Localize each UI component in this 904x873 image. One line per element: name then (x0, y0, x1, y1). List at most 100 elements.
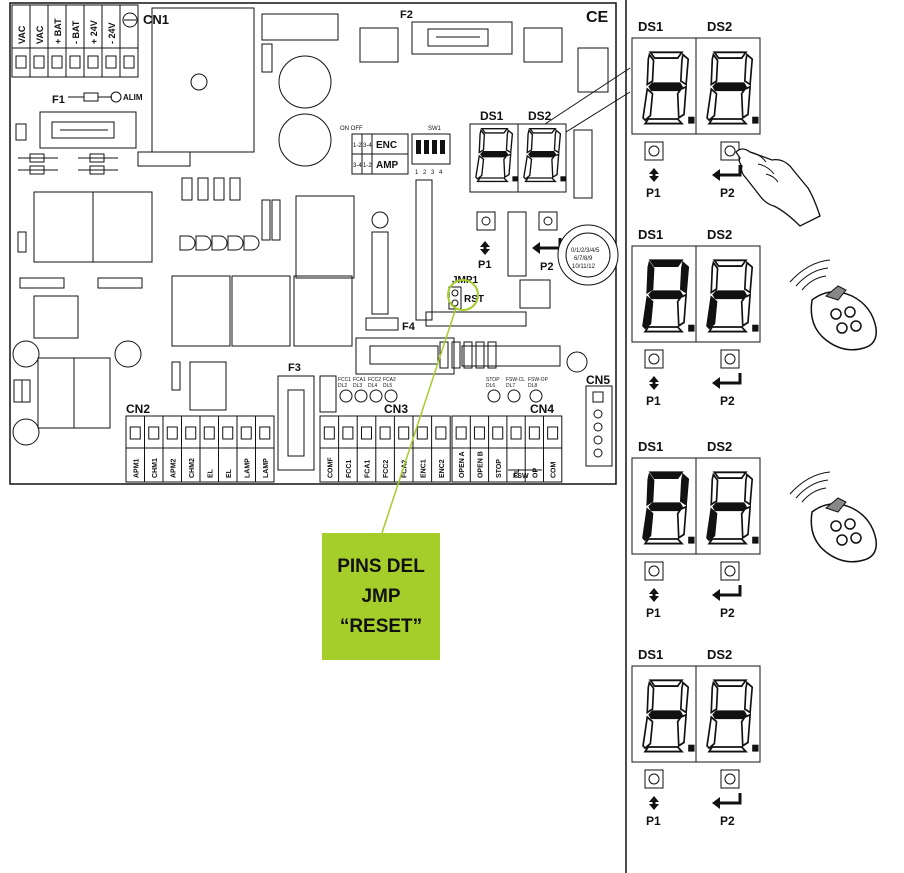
step-digit-2 (706, 259, 759, 333)
cn3pins-pin-label: ENC2 (439, 459, 446, 478)
step-digit-1 (642, 471, 695, 545)
step-p2-arrow-icon (710, 371, 742, 391)
step-ds2-label: DS2 (707, 19, 732, 34)
cn4-label: CN4 (530, 402, 554, 416)
led-icon (384, 389, 398, 403)
step-p2-button (720, 349, 740, 369)
step-digit-2 (706, 471, 759, 545)
dip-num-2: 2 (423, 170, 427, 176)
board-p2-label: P2 (540, 261, 553, 273)
cn2pins-pin-label: EL (207, 468, 214, 478)
led-label: STOP (486, 377, 500, 383)
cn1-pin-label: + 24V (89, 20, 99, 44)
led-label: DL4 (368, 383, 377, 389)
step-digit-1 (642, 259, 695, 333)
step-p2-button (720, 561, 740, 581)
led-label: DL8 (528, 383, 537, 389)
cn2pins-pin-label: EL (226, 468, 233, 478)
step-digit-1 (642, 51, 695, 125)
dip-amp-label: AMP (376, 160, 399, 171)
led-label: FSW-OP (528, 377, 549, 383)
board-p2-button (538, 211, 558, 231)
step-p1-button (644, 349, 664, 369)
fsw-label: FSW (513, 473, 529, 480)
cn1-pin-label: VAC (17, 25, 27, 44)
f1-label: F1 (52, 94, 65, 106)
cn5-terminal-block (585, 385, 613, 467)
led-icon (529, 389, 543, 403)
cn4pins-pin-label: COM (551, 462, 558, 479)
dial-line2: 6/7/8/9 (574, 256, 593, 262)
led-label: DL3 (353, 383, 362, 389)
cn5-label: CN5 (586, 373, 610, 387)
led-label: FCC1 (338, 377, 351, 383)
cn3pins-pin-label: FCA1 (365, 460, 372, 478)
step-p2-label: P2 (720, 186, 735, 200)
step-digit-1 (642, 679, 695, 753)
jmp1-highlight-circle (447, 279, 479, 311)
step-ds2-label: DS2 (707, 439, 732, 454)
step-p1-label: P1 (646, 394, 661, 408)
led-label: FCC2 (368, 377, 381, 383)
dip-row2-mid: 1-2 (363, 163, 372, 169)
cn2pins-pin-label: CHM2 (189, 458, 196, 478)
led-label: FSW-CL (506, 377, 525, 383)
cn4pins-pin-label: STOP (496, 459, 503, 478)
cn1-pin-label: VAC (35, 25, 45, 44)
hand-pressing-icon (735, 148, 821, 227)
cn2pins-pin-label: APM1 (133, 458, 140, 478)
cn4pins-pin-label: OPEN A (459, 451, 466, 478)
led-icon (369, 389, 383, 403)
cn3pins-pin-label: ENC1 (420, 459, 427, 478)
fuse-f1 (51, 121, 115, 139)
step-ds2-label: DS2 (707, 227, 732, 242)
step-ds1-label: DS1 (638, 647, 663, 662)
cn1-pin-label: + BAT (53, 18, 63, 44)
step-digit-2 (706, 51, 759, 125)
step-ds1-label: DS1 (638, 19, 663, 34)
led-label: DL2 (338, 383, 347, 389)
dial-line3: 10/11/12 (572, 264, 596, 270)
callout-line-1: PINS DEL (337, 555, 425, 577)
step-p1-arrow-icon (649, 588, 659, 602)
dip-onoff-label: ON OFF (340, 126, 363, 132)
step-p1-label: P1 (646, 814, 661, 828)
dip-row1-left: 1-2 (353, 143, 362, 149)
step-ds2-label: DS2 (707, 647, 732, 662)
cn3-label: CN3 (384, 402, 408, 416)
board-ds2-label: DS2 (528, 109, 552, 123)
step-p1-button (644, 141, 664, 161)
cn2pins-pin-label: LAMP (263, 458, 270, 478)
board-ds1-label: DS1 (480, 109, 504, 123)
step-p1-button (644, 769, 664, 789)
remote-control-icon (789, 471, 877, 563)
cn3pins-pin-label: COMF (327, 457, 334, 478)
callout-line-3: “RESET” (339, 615, 423, 637)
cn4pins-pin-label: OP (532, 468, 539, 478)
step-p1-label: P1 (646, 606, 661, 620)
cn3pins-pin-label: FCC2 (383, 460, 390, 478)
alim-label: ALIM (123, 93, 143, 102)
fuse-f4 (369, 345, 439, 365)
step-ds1-label: DS1 (638, 439, 663, 454)
step-p2-arrow-icon (710, 583, 742, 603)
ground-icon (122, 12, 138, 28)
step-p2-label: P2 (720, 606, 735, 620)
cn4pins-pin-label: CL (514, 468, 521, 478)
step-p2-label: P2 (720, 814, 735, 828)
step-p2-button (720, 769, 740, 789)
dip-num-3: 3 (431, 170, 435, 176)
step-digit-2 (706, 679, 759, 753)
led-icon (354, 389, 368, 403)
fuse-f3 (287, 389, 305, 457)
cn1-label: CN1 (143, 12, 169, 27)
led-label: DL5 (383, 383, 392, 389)
cn2-label: CN2 (126, 402, 150, 416)
